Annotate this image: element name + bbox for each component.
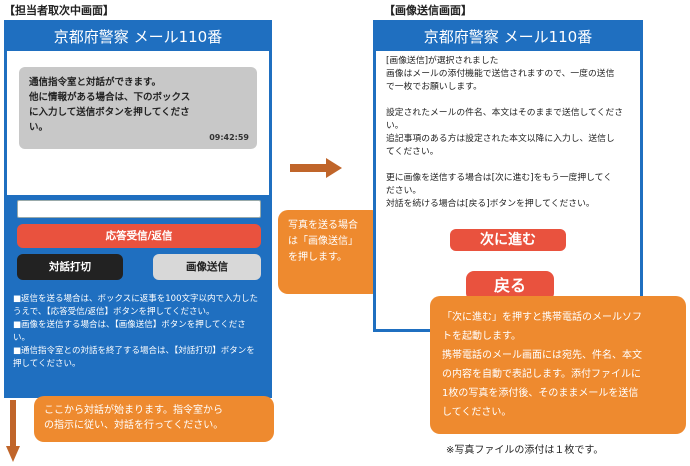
bubble-line: に入力して送信ボタンを押してくださ [29, 107, 190, 118]
instruction-line: ■通信指令室との対話を終了する場合は、【対話打切】ボタンを [13, 346, 255, 356]
body-line: ださい。 [386, 186, 422, 196]
body-line: 対話を続ける場合は[戻る]ボタンを押してください。 [386, 199, 595, 209]
next-callout: 「次に進む」を押すと携帯電話のメールソフ トを起動します。 携帯電話のメール画面… [430, 296, 686, 434]
message-timestamp: 09:42:59 [209, 133, 249, 142]
right-caption: 【画像送信画面】 [384, 4, 472, 17]
body-line: 設定されたメールの件名、本文はそのままで送信してくださ [386, 108, 623, 118]
body-line: てください。 [386, 147, 439, 157]
body-line [386, 159, 636, 172]
callout-line: してください。 [442, 407, 512, 418]
start-callout: ここから対話が始まります。指令室から の指示に従い、対話を行ってください。 [34, 396, 274, 442]
next-button[interactable]: 次に進む [450, 229, 566, 251]
image-send-button[interactable]: 画像送信 [153, 254, 261, 280]
callout-line: の指示に従い、対話を行ってください。 [44, 420, 224, 431]
callout-line: ここから対話が始まります。指令室から [44, 405, 223, 416]
right-phone-screen: 京都府警察 メール110番 [画像送信]が選択されました 画像はメールの添付機能… [373, 20, 643, 332]
attachment-note: ※写真ファイルの添付は１枚です。 [446, 445, 604, 456]
instruction-line: うえで、【応答受信/返信】ボタンを押してください。 [13, 307, 215, 317]
callout-line: トを起動します。 [442, 331, 521, 342]
right-header-title: 京都府警察 メール110番 [376, 23, 640, 51]
callout-line: は「画像送信」 [288, 236, 358, 247]
left-header-title: 京都府警察 メール110番 [7, 23, 269, 51]
bubble-line: い。 [29, 122, 49, 133]
callout-line: 「次に進む」を押すと携帯電話のメールソフ [442, 312, 642, 323]
body-line: [画像送信]が選択されました [386, 56, 499, 66]
reply-button[interactable]: 応答受信/返信 [17, 224, 261, 248]
callout-line: 携帯電話のメール画面には宛先、件名、本文 [442, 350, 642, 361]
body-line: 更に画像を送信する場合は[次に進む]をもう一度押してく [386, 173, 612, 183]
end-chat-button[interactable]: 対話打切 [17, 254, 123, 280]
instruction-line: い。 [13, 333, 31, 343]
bubble-line: 通信指令室と対話ができます。 [29, 77, 162, 88]
callout-line: を押します。 [288, 252, 347, 263]
instruction-line: 押してください。 [13, 359, 81, 369]
instructions-panel: ■返信を送る場合は、ボックスに返事を100文字以内で入力した うえで、【応答受信… [7, 289, 269, 395]
image-send-instructions: [画像送信]が選択されました 画像はメールの添付機能で送信されますので、一度の送… [386, 55, 636, 211]
left-caption: 【担当者取次中画面】 [4, 4, 114, 17]
callout-line: 写真を送る場合 [288, 220, 358, 231]
body-line: 画像はメールの添付機能で送信されますので、一度の送信 [386, 69, 615, 79]
callout-line: 1枚の写真を添付後、そのままメールを送信 [442, 388, 639, 399]
body-line: 追記事項のある方は設定された本文以降に入力し、送信し [386, 134, 615, 144]
instruction-line: ■画像を送信する場合は、【画像送信】ボタンを押してくださ [13, 320, 246, 330]
bubble-line: 他に情報がある場合は、下のボックス [29, 92, 191, 103]
body-line [386, 94, 636, 107]
callout-line: の内容を自動で表記します。添付ファイルに [442, 369, 641, 380]
instruction-line: ■返信を送る場合は、ボックスに返事を100文字以内で入力した [13, 294, 259, 304]
body-line: で一枚でお願いします。 [386, 82, 482, 92]
message-bubble: 通信指令室と対話ができます。 他に情報がある場合は、下のボックス に入力して送信… [19, 67, 257, 149]
reply-input[interactable] [17, 200, 261, 218]
body-line: い。 [386, 121, 404, 131]
right-arrow-icon [290, 158, 342, 178]
photo-callout: 写真を送る場合 は「画像送信」 を押します。 [278, 210, 382, 294]
left-phone-screen: 京都府警察 メール110番 通信指令室と対話ができます。 他に情報がある場合は、… [4, 20, 272, 398]
down-arrow-icon [6, 400, 20, 462]
